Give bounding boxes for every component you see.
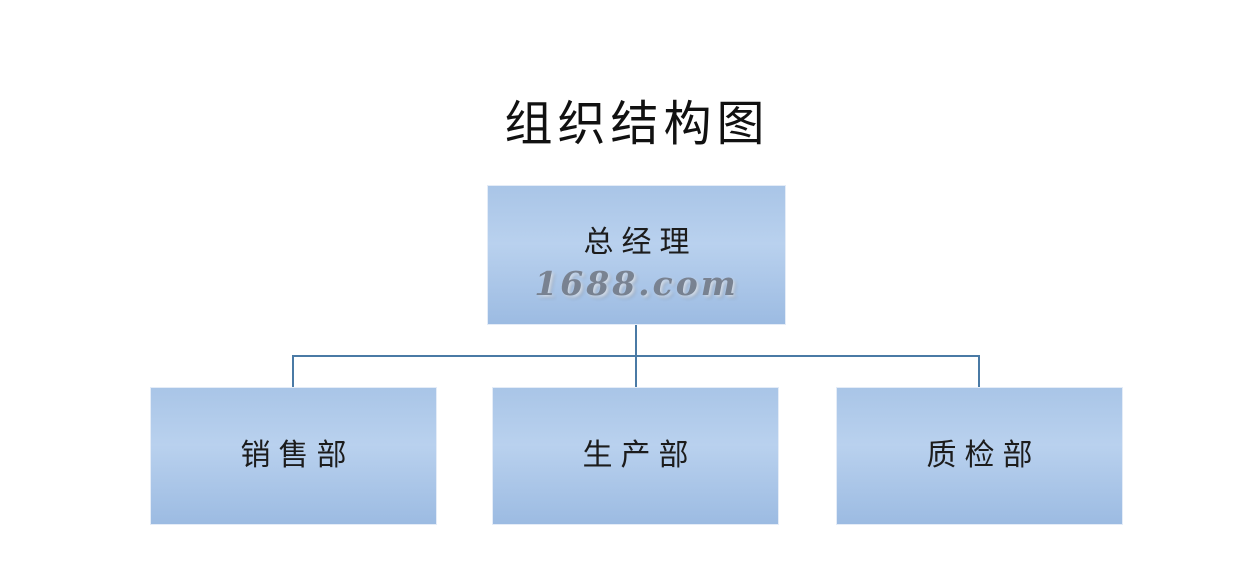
org-box-general-manager-label: 总经理 (583, 225, 698, 260)
org-box-general-manager: 总经理 1688.com (487, 185, 786, 325)
connector-drop-quality (978, 356, 980, 387)
connector-root-stem (635, 325, 637, 356)
org-box-quality-label: 质检部 (926, 438, 1041, 473)
watermark-text: 1688.com (534, 264, 739, 303)
org-box-sales: 销售部 (150, 387, 437, 525)
page-title: 组织结构图 (504, 96, 770, 152)
org-box-production-label: 生产部 (582, 438, 697, 473)
org-box-sales-label: 销售部 (240, 438, 355, 473)
org-box-production: 生产部 (492, 387, 779, 525)
org-box-quality: 质检部 (836, 387, 1123, 525)
connector-drop-production (635, 356, 637, 387)
connector-drop-sales (292, 356, 294, 387)
